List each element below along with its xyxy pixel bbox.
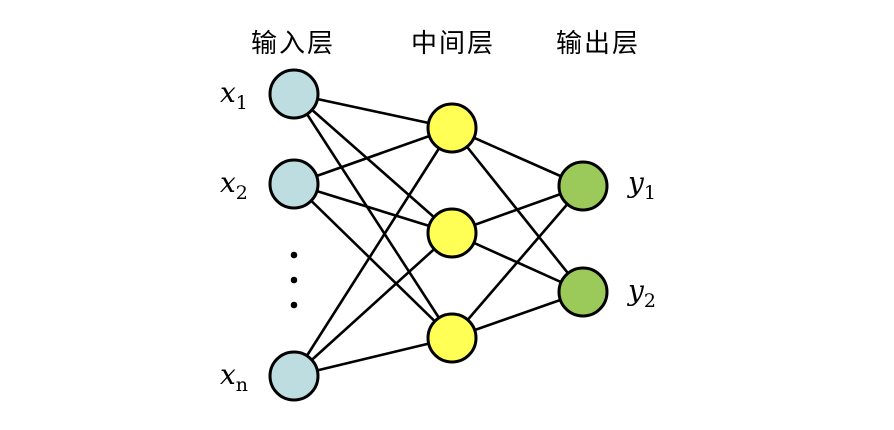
ellipsis-dot: [290, 251, 298, 259]
edge-hidden3-output1: [451, 185, 584, 339]
ellipsis-dot: [290, 301, 298, 309]
output-node-1: [557, 160, 609, 212]
output-layer-title: 输出层: [556, 29, 640, 59]
output-label-y2-var: y: [626, 274, 645, 307]
input-node-2: [268, 158, 320, 210]
ellipsis-dot: [290, 276, 298, 284]
edge-input1-hidden1: [293, 92, 453, 130]
edge-input3-hidden3: [293, 336, 453, 378]
input-label-x1-sub: 1: [236, 92, 248, 114]
input-label-xn-sub: n: [236, 374, 248, 396]
input-label-xn-var: x: [220, 358, 236, 391]
edge-input2-hidden2: [293, 182, 453, 235]
input-layer-title: 输入层: [251, 29, 335, 59]
input-label-x2: x2: [220, 166, 248, 204]
input-ellipsis: [290, 251, 298, 309]
edge-input1-hidden3: [292, 93, 454, 339]
output-node-2: [557, 266, 609, 318]
neuron-nodes: [268, 68, 609, 402]
output-label-y2: y2: [626, 274, 656, 312]
input-label-x2-sub: 2: [236, 182, 248, 204]
hidden-layer-title: 中间层: [411, 29, 495, 59]
output-label-y1-var: y: [626, 166, 645, 199]
edge-input3-hidden1: [292, 127, 454, 377]
edge-input2-hidden1: [293, 126, 453, 186]
edge-input2-hidden3: [293, 183, 453, 339]
hidden-node-3: [426, 312, 478, 364]
input-label-xn: xn: [220, 358, 248, 396]
output-label-y1-sub: 1: [644, 182, 656, 204]
input-label-x2-var: x: [220, 166, 236, 199]
input-label-x1: x1: [220, 76, 248, 114]
input-label-x1-var: x: [220, 76, 236, 109]
input-node-3: [268, 350, 320, 402]
hidden-node-2: [426, 207, 478, 259]
edge-input3-hidden2: [293, 232, 453, 377]
input-node-1: [268, 68, 320, 120]
output-label-y2-sub: 2: [644, 290, 656, 312]
output-label-y1: y1: [626, 166, 656, 204]
edge-input1-hidden2: [293, 93, 453, 234]
hidden-node-1: [426, 102, 478, 154]
